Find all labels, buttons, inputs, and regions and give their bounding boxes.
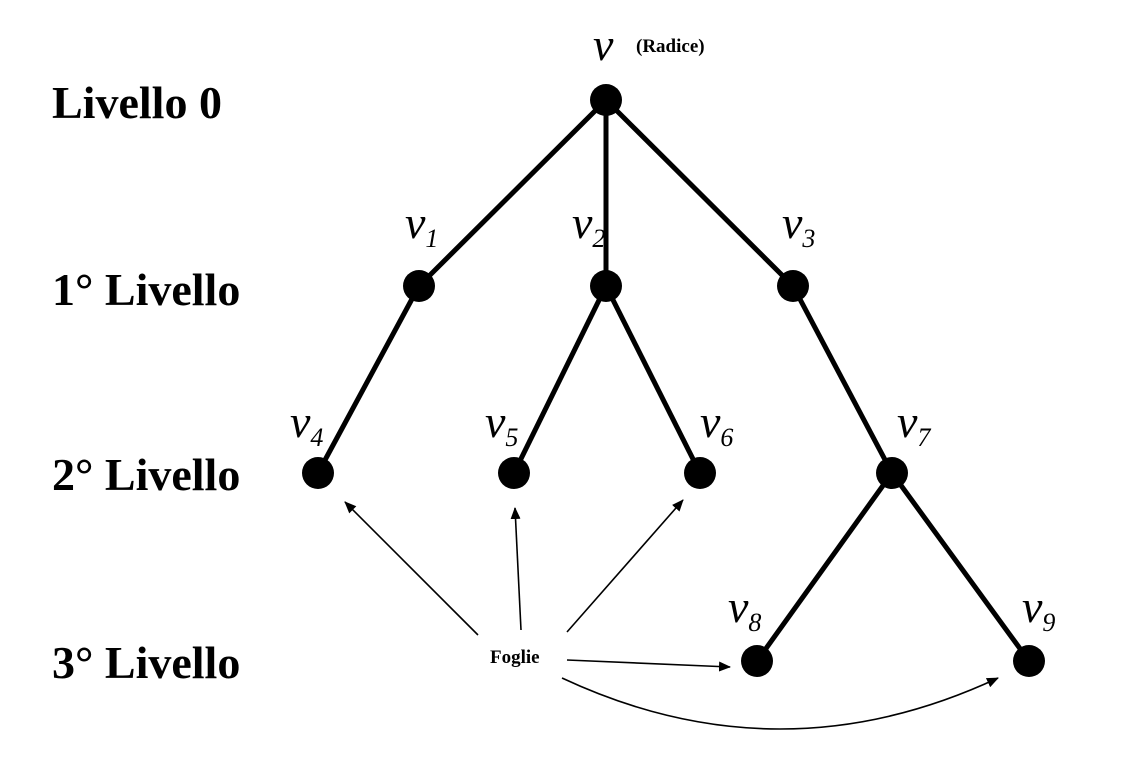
- node-label-v4: v4: [290, 396, 323, 452]
- node-label-v1: v1: [405, 197, 438, 253]
- arrow-to-v9: [561, 677, 999, 730]
- arrow-to-v6: [566, 499, 684, 633]
- node-v4: [302, 457, 334, 489]
- edge-v7-v8: [754, 471, 895, 663]
- node-v1: [403, 270, 435, 302]
- node-v2: [590, 270, 622, 302]
- edge-v2-v5: [511, 284, 609, 475]
- node-v6: [684, 457, 716, 489]
- edge-v-v3: [604, 98, 795, 288]
- leaf-arrows: [344, 499, 999, 730]
- node-v9: [1013, 645, 1045, 677]
- edge-v3-v7: [790, 284, 895, 475]
- level-label-3: 3° Livello: [52, 637, 240, 688]
- leaves-label: Foglie: [490, 647, 540, 668]
- node-label-v9: v9: [1022, 581, 1055, 637]
- node-label-v8: v8: [728, 581, 761, 637]
- tree-nodes: [302, 84, 1045, 677]
- node-label-v3: v3: [782, 197, 815, 253]
- level-label-1: 1° Livello: [52, 264, 240, 315]
- node-v3: [777, 270, 809, 302]
- edge-v7-v9: [889, 471, 1032, 663]
- node-v7: [876, 457, 908, 489]
- node-v8: [741, 645, 773, 677]
- node-label-v6: v6: [700, 396, 733, 452]
- node-label-v5: v5: [485, 396, 518, 452]
- edge-v1-v4: [315, 284, 422, 475]
- edge-v-v1: [417, 98, 608, 288]
- arrow-to-v4: [344, 501, 479, 636]
- arrow-to-v8: [566, 659, 731, 672]
- edge-v2-v6: [603, 284, 703, 475]
- root-note: (Radice): [636, 36, 705, 57]
- node-label-v7: v7: [897, 396, 931, 452]
- level-label-0: Livello 0: [52, 77, 222, 128]
- tree-edges: [315, 98, 1032, 663]
- arrow-to-v5: [510, 507, 522, 631]
- level-label-2: 2° Livello: [52, 449, 240, 500]
- root-label: v: [593, 19, 614, 70]
- node-labels: v1 v2 v3 v4 v5 v6 v7 v8 v9: [290, 197, 1055, 637]
- node-v: [590, 84, 622, 116]
- node-v5: [498, 457, 530, 489]
- node-label-v2: v2: [572, 197, 605, 253]
